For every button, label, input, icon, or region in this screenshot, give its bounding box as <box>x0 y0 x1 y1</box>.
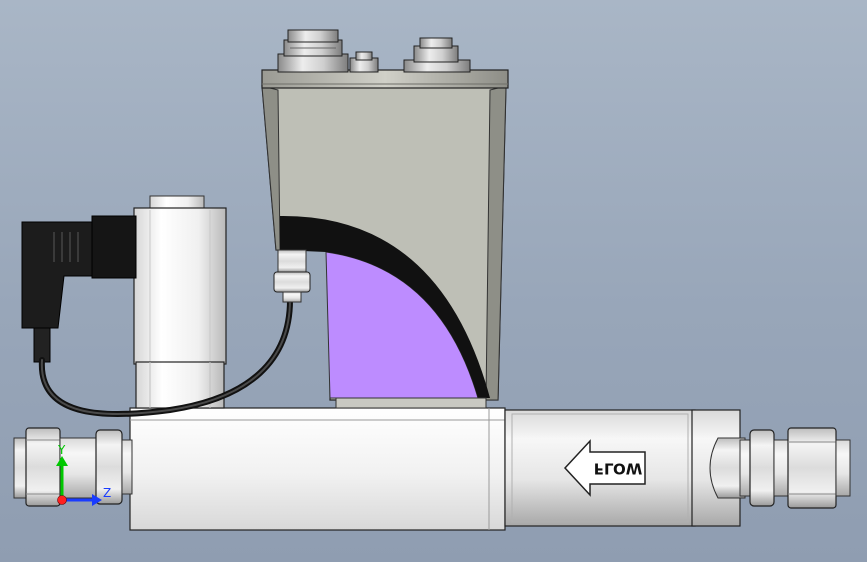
y-axis-label: Y <box>57 443 66 457</box>
top-connector-left[interactable] <box>277 29 349 73</box>
curved-band <box>280 215 490 398</box>
top-connector-center[interactable] <box>349 51 379 73</box>
cable-gland <box>273 249 311 303</box>
flow-arrow <box>563 439 646 497</box>
right-fitting[interactable] <box>739 427 851 509</box>
flow-body-block[interactable] <box>129 407 506 531</box>
left-fitting[interactable] <box>13 427 133 507</box>
solenoid-valve[interactable] <box>133 195 227 409</box>
coordinate-triad: Y Z <box>56 443 111 506</box>
electronics-housing[interactable] <box>261 69 509 409</box>
z-axis-label: Z <box>103 486 111 500</box>
top-connector-right[interactable] <box>403 37 471 73</box>
cable-connector-plug[interactable] <box>21 215 137 363</box>
flow-direction-section[interactable]: FLOW <box>504 409 746 527</box>
flow-label: FLOW <box>594 460 643 478</box>
origin-dot <box>57 495 67 505</box>
